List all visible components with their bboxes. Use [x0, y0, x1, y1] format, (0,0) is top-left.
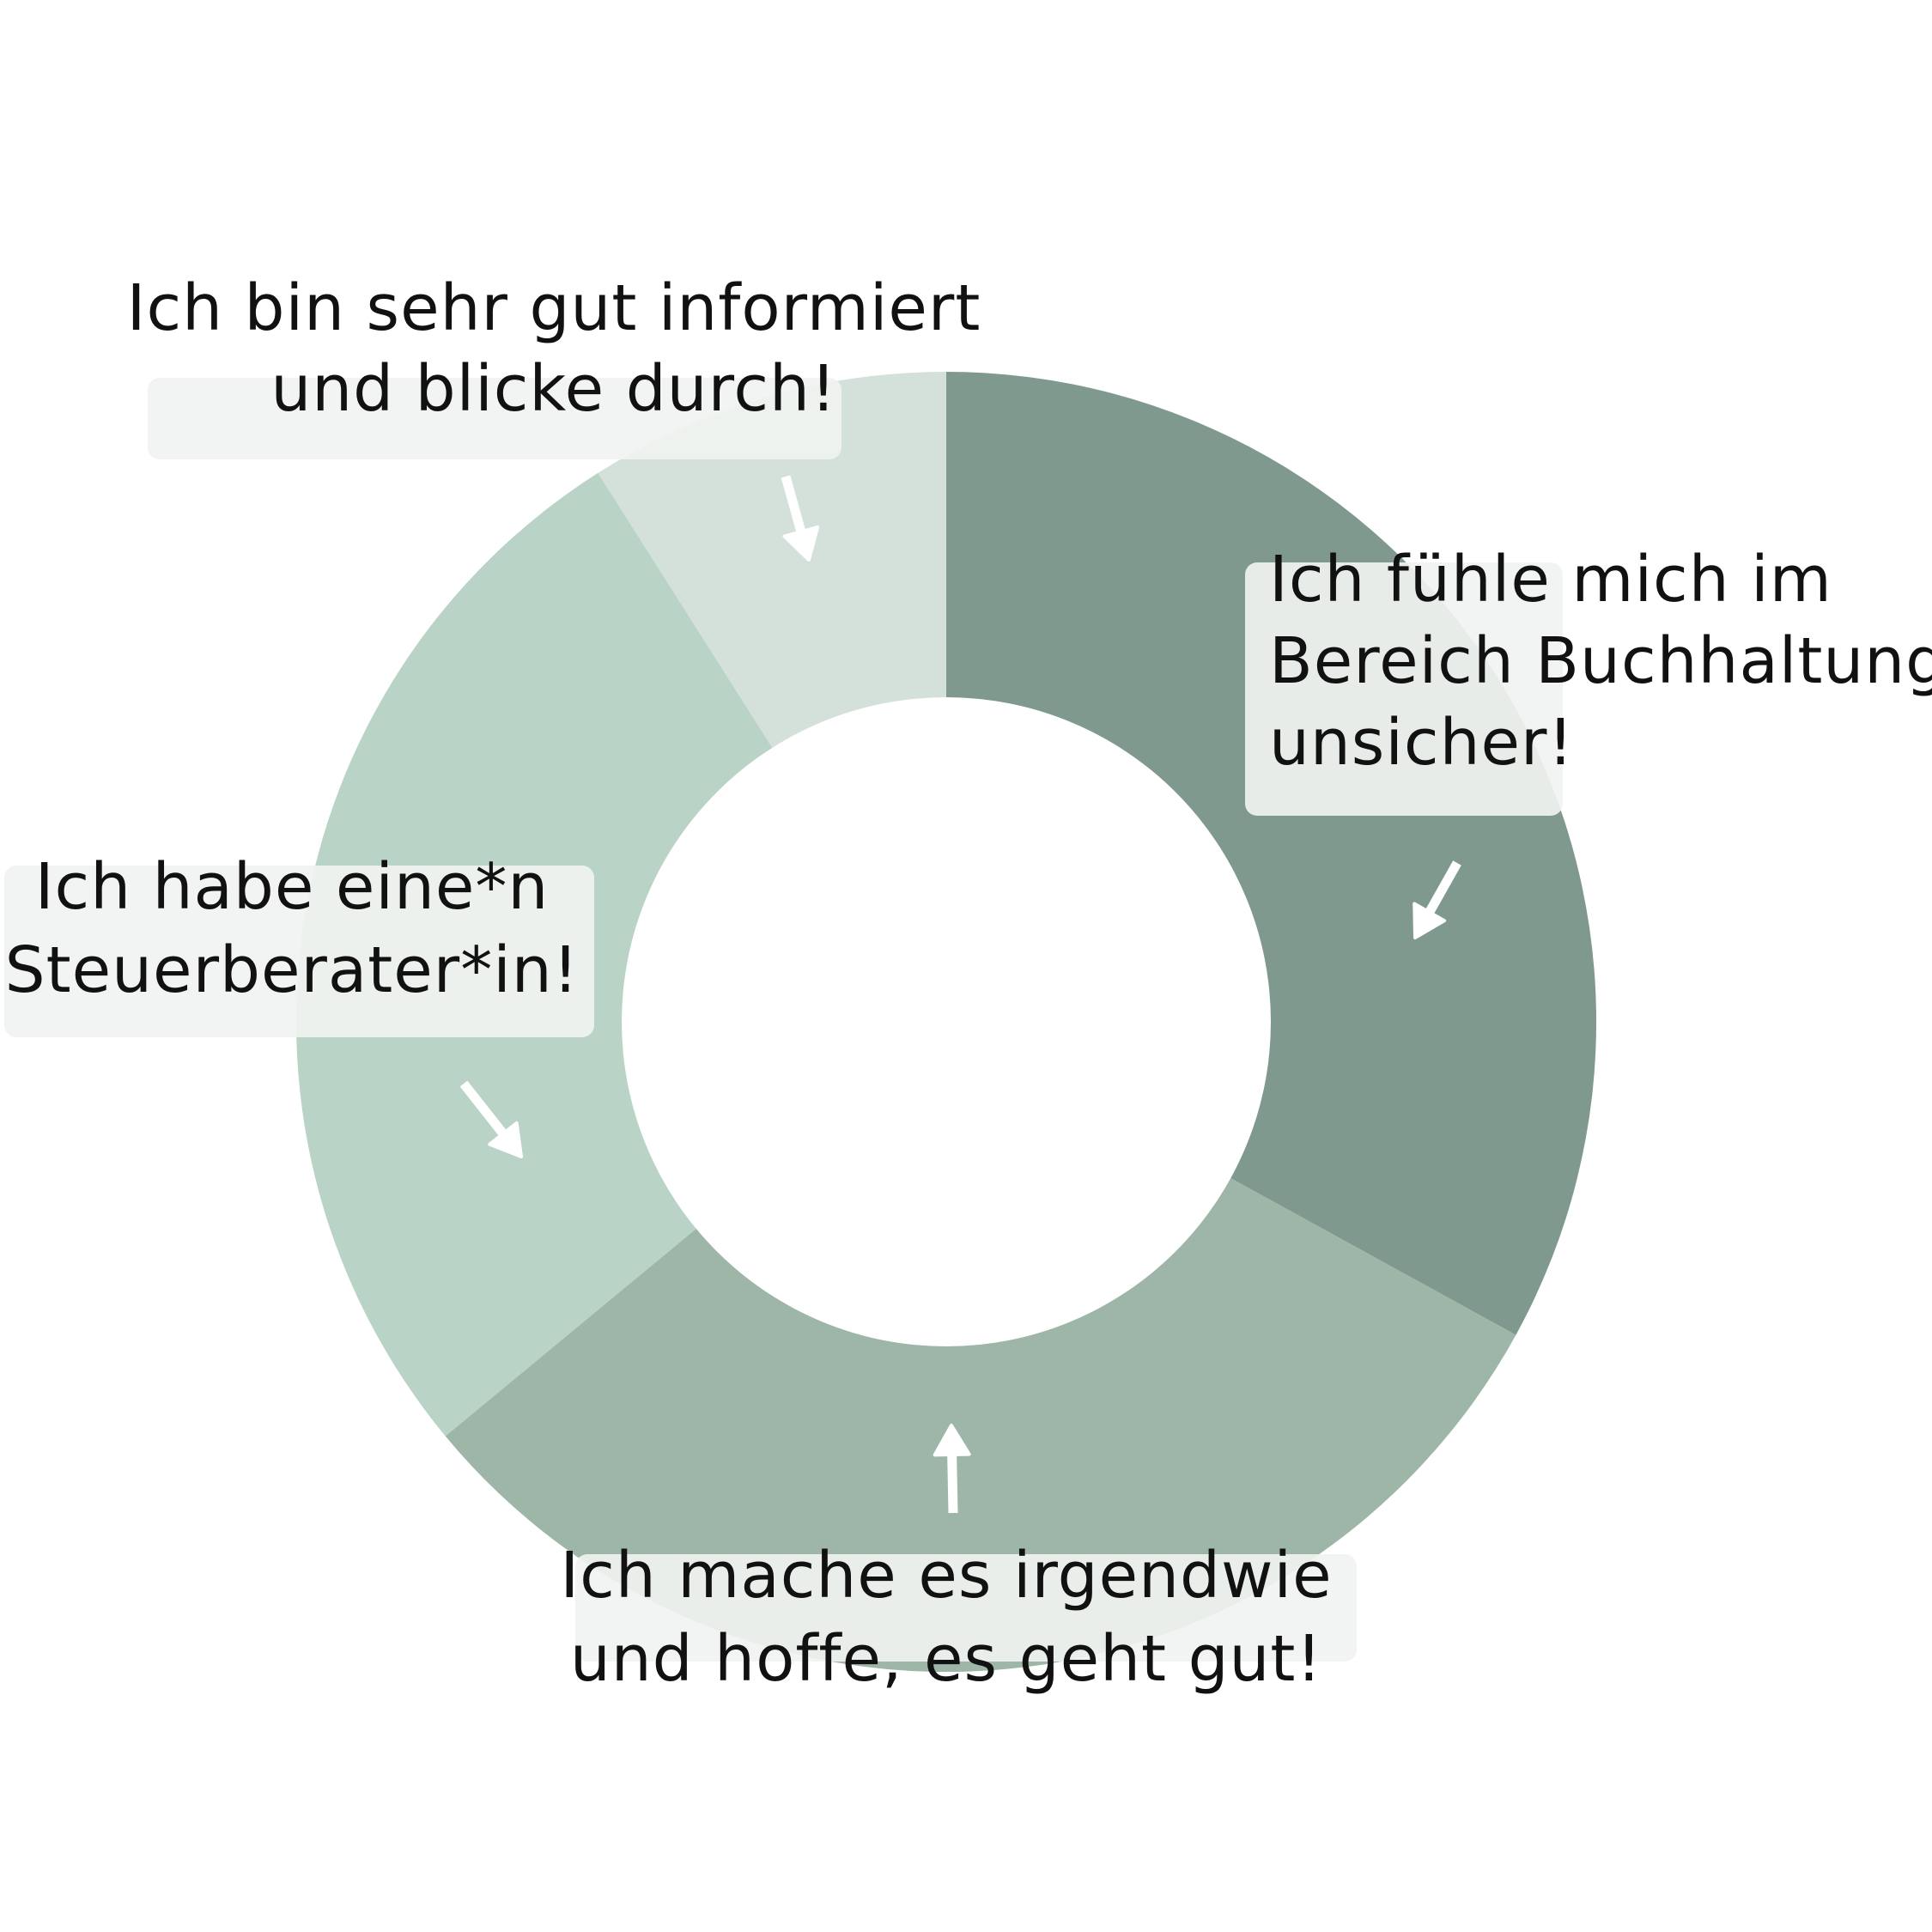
donut-hole [622, 697, 1271, 1346]
arrow-shaft [1425, 860, 1461, 915]
label-line: und blicke durch! [270, 352, 836, 426]
label-line: Ich mache es irgendwie [560, 1539, 1332, 1613]
arrow-head [782, 525, 820, 562]
label-line: unsicher! [1269, 706, 1574, 780]
label-line: und hoffe, es geht gut! [570, 1622, 1322, 1696]
arrow-shaft [781, 475, 806, 533]
label-line: Ich fühle mich im [1269, 543, 1832, 617]
label-line: Bereich Buchhaltung [1269, 624, 1932, 698]
arrow-head [1413, 902, 1447, 939]
label-box [4, 866, 594, 1037]
label-box [1245, 562, 1563, 816]
arrow-head [933, 1424, 971, 1457]
arrow-shaft [947, 1454, 958, 1514]
label-line: Steuerberater*in! [5, 933, 580, 1007]
label-line: Ich habe eine*n [35, 850, 550, 924]
label-box [148, 378, 841, 459]
label-box [575, 1554, 1357, 1662]
arrow-shaft [459, 1080, 507, 1137]
donut-slice-2 [445, 1022, 1516, 1673]
slice-label-2: Ich mache es irgendwie und hoffe, es geht… [560, 1424, 1357, 1696]
arrow-head [488, 1121, 523, 1158]
donut-slice-3 [295, 472, 946, 1437]
label-line: Ich bin sehr gut informiert [127, 271, 981, 345]
